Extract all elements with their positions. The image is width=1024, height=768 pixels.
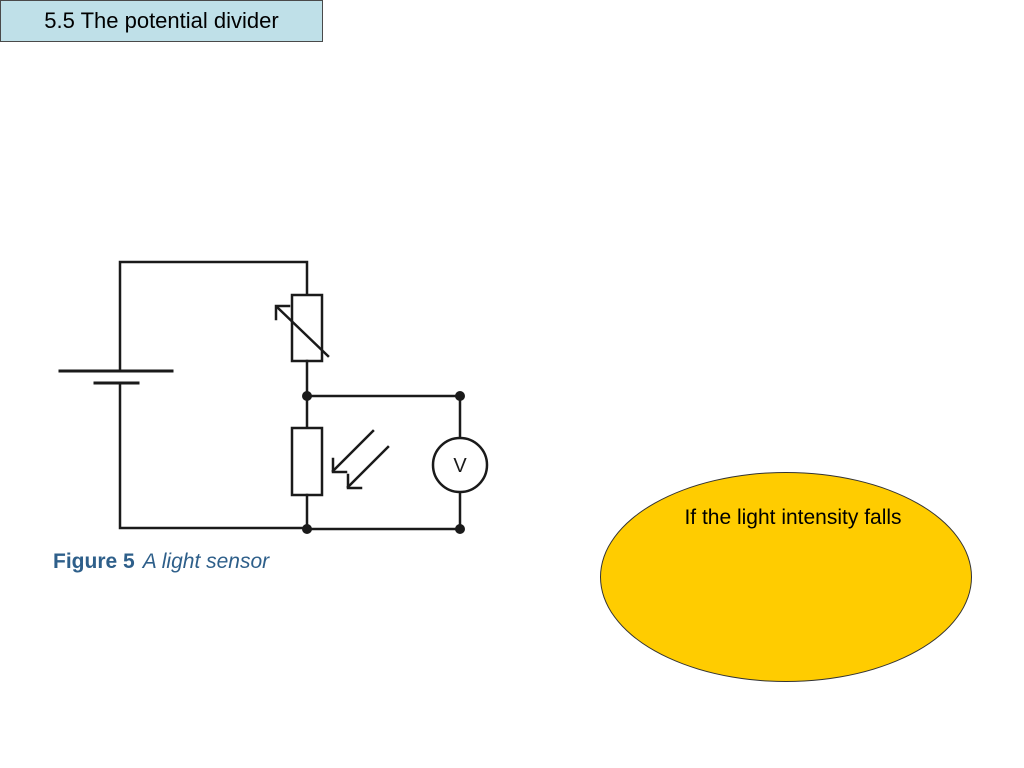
figure-caption: Figure 5 A light sensor [53, 550, 269, 574]
callout-text: If the light intensity falls [684, 506, 902, 529]
junction-dot-bottom [302, 524, 312, 534]
wire-bottom-left [118, 382, 309, 530]
variable-resistor-arrowhead [274, 304, 291, 321]
light-arrow-2 [346, 445, 390, 489]
voltmeter-label: V [453, 455, 467, 477]
voltmeter [431, 436, 489, 494]
terminal-dot-bottom [455, 524, 465, 534]
figure-number: Figure 5 [53, 550, 135, 573]
slide-title-text: 5.5 The potential divider [44, 8, 279, 33]
variable-resistor [290, 293, 324, 363]
light-arrowhead-1 [331, 457, 348, 474]
variable-resistor-arrow [276, 306, 330, 358]
figure-description: A light sensor [142, 550, 270, 573]
light-arrowhead-2 [346, 473, 363, 490]
light-arrow-1 [331, 429, 375, 473]
junction-dot-top [302, 391, 312, 401]
slide-title: 5.5 The potential divider [0, 0, 323, 42]
terminal-dot-top [455, 391, 465, 401]
callout-ellipse: If the light intensity falls [600, 472, 972, 682]
light-dependent-resistor [290, 426, 324, 497]
wire-top-left [118, 260, 309, 372]
